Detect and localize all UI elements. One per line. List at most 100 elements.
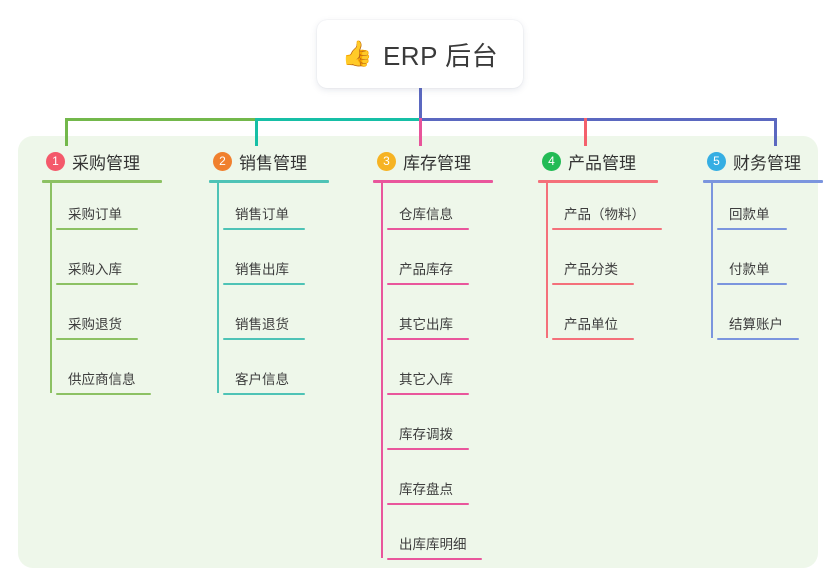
list-item[interactable]: 结算账户	[717, 316, 799, 340]
list-item-label: 销售退货	[235, 317, 289, 332]
list-item-label: 采购退货	[68, 317, 122, 332]
list-item[interactable]: 仓库信息	[387, 206, 469, 230]
list-item-rule	[717, 283, 787, 285]
list-item-rule	[223, 393, 305, 395]
list-item-rule	[552, 283, 634, 285]
bar-indigo	[420, 118, 776, 121]
list-item-label: 付款单	[729, 262, 770, 277]
drop-col4	[584, 118, 587, 146]
drop-col5	[774, 118, 777, 146]
list-item-rule	[387, 503, 469, 505]
list-item-label: 客户信息	[235, 372, 289, 387]
list-item-label: 产品库存	[399, 262, 453, 277]
column-header-finance[interactable]: 5 财务管理	[687, 146, 801, 176]
list-item[interactable]: 出库库明细	[387, 536, 482, 560]
list-item[interactable]: 产品单位	[552, 316, 634, 340]
list-item-rule	[223, 228, 305, 230]
root-node[interactable]: 👍 ERP 后台	[317, 20, 523, 88]
list-item-rule	[387, 338, 469, 340]
list-item[interactable]: 销售出库	[223, 261, 305, 285]
root-stem	[419, 88, 422, 120]
column-header-rule-sales	[209, 180, 329, 183]
list-item[interactable]: 销售退货	[223, 316, 305, 340]
drop-col2	[255, 118, 258, 146]
list-item[interactable]: 库存盘点	[387, 481, 469, 505]
column-badge-purchasing: 1	[46, 151, 65, 171]
list-item-label: 供应商信息	[68, 372, 136, 387]
column-badge-finance: 5	[707, 151, 726, 171]
list-item[interactable]: 供应商信息	[56, 371, 151, 395]
list-item-rule	[387, 283, 469, 285]
list-item[interactable]: 回款单	[717, 206, 787, 230]
list-item-rule	[387, 558, 482, 560]
list-item[interactable]: 销售订单	[223, 206, 305, 230]
drop-col3	[419, 118, 422, 146]
bar-green	[65, 118, 257, 121]
list-item[interactable]: 客户信息	[223, 371, 305, 395]
list-item-label: 库存盘点	[399, 482, 453, 497]
list-item-rule	[552, 228, 662, 230]
column-header-purchasing[interactable]: 1 采购管理	[26, 146, 140, 176]
column-product: 4 产品管理产品（物料） 产品分类产品单位	[522, 146, 662, 340]
thumbs-up-icon: 👍	[341, 39, 373, 68]
list-item-label: 采购入库	[68, 262, 122, 277]
list-item-rule	[387, 448, 469, 450]
list-item[interactable]: 付款单	[717, 261, 787, 285]
list-item[interactable]: 其它出库	[387, 316, 469, 340]
list-item-label: 采购订单	[68, 207, 122, 222]
list-item[interactable]: 采购订单	[56, 206, 138, 230]
list-item-rule	[387, 393, 469, 395]
column-title-finance: 财务管理	[733, 153, 801, 173]
list-item[interactable]: 其它入库	[387, 371, 469, 395]
list-item-rule	[56, 283, 138, 285]
list-item-label: 产品单位	[564, 317, 618, 332]
list-item-label: 结算账户	[729, 317, 783, 332]
list-item[interactable]: 产品分类	[552, 261, 634, 285]
list-item-rule	[717, 228, 787, 230]
list-item-rule	[387, 228, 469, 230]
list-item[interactable]: 采购入库	[56, 261, 138, 285]
bar-teal	[257, 118, 420, 121]
list-item-rule	[56, 393, 151, 395]
list-item-rule	[717, 338, 799, 340]
drop-col1	[65, 118, 68, 146]
list-item-label: 销售订单	[235, 207, 289, 222]
list-item[interactable]: 产品（物料）	[552, 206, 662, 230]
list-item[interactable]: 采购退货	[56, 316, 138, 340]
list-item-label: 库存调拨	[399, 427, 453, 442]
list-item[interactable]: 库存调拨	[387, 426, 469, 450]
list-item-label: 出库库明细	[399, 537, 467, 552]
column-badge-sales: 2	[213, 151, 232, 171]
column-header-product[interactable]: 4 产品管理	[522, 146, 636, 176]
column-header-rule-inventory	[373, 180, 493, 183]
column-badge-inventory: 3	[377, 151, 396, 171]
column-finance: 5 财务管理回款单付款单结算账户	[687, 146, 823, 340]
list-item-rule	[223, 338, 305, 340]
list-item[interactable]: 产品库存	[387, 261, 469, 285]
list-item-label: 销售出库	[235, 262, 289, 277]
column-trunk-product	[546, 182, 548, 338]
list-item-label: 产品（物料）	[564, 207, 645, 222]
column-header-rule-finance	[703, 180, 823, 183]
list-item-rule	[552, 338, 634, 340]
list-item-rule	[56, 228, 138, 230]
column-badge-product: 4	[542, 151, 561, 171]
column-trunk-inventory	[381, 182, 383, 558]
column-trunk-purchasing	[50, 182, 52, 393]
list-item-rule	[56, 338, 138, 340]
list-item-label: 其它入库	[399, 372, 453, 387]
root-title: ERP 后台	[382, 40, 499, 71]
column-title-purchasing: 采购管理	[72, 153, 140, 173]
column-purchasing: 1 采购管理采购订单采购入库采购退货供应商信息	[26, 146, 162, 395]
column-title-product: 产品管理	[568, 153, 636, 173]
list-item-label: 仓库信息	[399, 207, 453, 222]
list-item-label: 其它出库	[399, 317, 453, 332]
column-trunk-sales	[217, 182, 219, 393]
list-item-label: 产品分类	[564, 262, 618, 277]
column-header-rule-purchasing	[42, 180, 162, 183]
